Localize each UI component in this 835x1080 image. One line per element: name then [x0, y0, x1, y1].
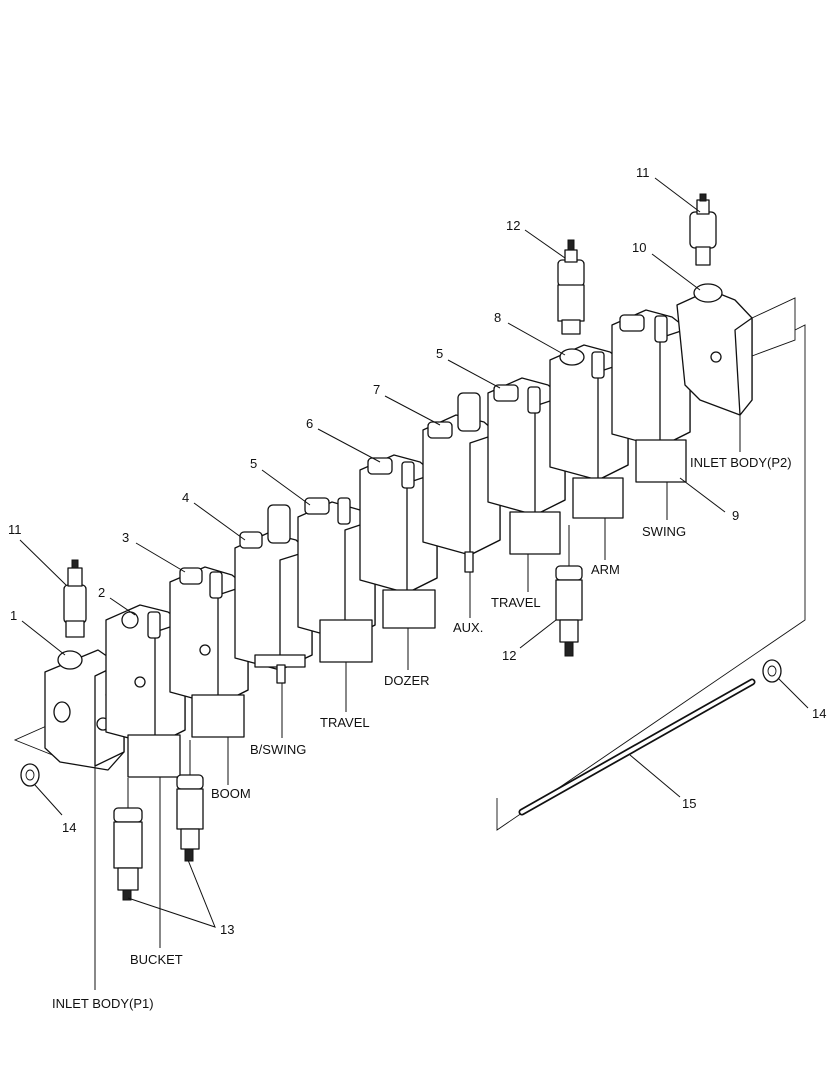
section-aux: [422, 392, 501, 573]
section-b-swing: [234, 504, 313, 684]
callout-5a: 5: [250, 456, 257, 471]
nut-left: [20, 763, 40, 787]
label-b-swing: B/SWING: [250, 742, 306, 757]
callout-14a: 14: [62, 820, 76, 835]
label-boom: BOOM: [211, 786, 251, 801]
relief-valve-left: [63, 559, 87, 638]
callout-1: 1: [10, 608, 17, 623]
leader-12a: [524, 229, 566, 259]
leader-14a: [34, 784, 63, 816]
label-bucket: BUCKET: [130, 952, 183, 967]
leader-2: [109, 597, 136, 616]
leader-8: [507, 322, 566, 356]
callout-12b: 12: [502, 648, 516, 663]
tie-rod-bracket-line-long: [496, 324, 806, 831]
callout-11b: 11: [636, 165, 650, 180]
callout-9: 9: [732, 508, 739, 523]
leader-10: [651, 253, 701, 291]
callout-4: 4: [182, 490, 189, 505]
leader-5b: [447, 359, 501, 389]
callout-6: 6: [306, 416, 313, 431]
callout-2: 2: [98, 585, 105, 600]
make-up-valve-left: [113, 778, 143, 901]
label-inlet-body-p1: INLET BODY(P1): [52, 996, 154, 1011]
leader-4: [193, 502, 246, 541]
leader-13: [127, 859, 216, 928]
callout-8: 8: [494, 310, 501, 325]
leader-7: [384, 395, 441, 426]
callout-12a: 12: [506, 218, 520, 233]
leader-1: [21, 620, 66, 656]
leader-15: [629, 754, 681, 798]
tie-rod-bracket-line: [751, 297, 796, 357]
leader-9: [679, 477, 726, 513]
nut-right: [762, 659, 782, 683]
relief-valve-right: [689, 193, 717, 266]
label-swing: SWING: [642, 524, 686, 539]
leader-11b: [654, 177, 701, 213]
callout-7: 7: [373, 382, 380, 397]
callout-15: 15: [682, 796, 696, 811]
label-aux: AUX.: [453, 620, 483, 635]
leader-3: [135, 542, 186, 573]
leader-12b: [519, 619, 557, 649]
leader-5a: [261, 469, 311, 506]
leader-6: [317, 428, 381, 463]
inlet-body-p1: [44, 649, 125, 771]
callout-3: 3: [122, 530, 129, 545]
make-up-valve-right: [176, 740, 204, 862]
leader-14b: [777, 677, 809, 709]
port-relief-valve-top: [557, 239, 585, 335]
port-relief-valve-bottom: [555, 525, 583, 657]
label-inlet-body-p2: INLET BODY(P2): [690, 455, 792, 470]
leader-11a: [19, 539, 67, 586]
label-travel-1: TRAVEL: [320, 715, 370, 730]
callout-14b: 14: [812, 706, 826, 721]
label-dozer: DOZER: [384, 673, 430, 688]
tie-rod: [518, 678, 756, 816]
callout-11a: 11: [8, 522, 22, 537]
callout-10: 10: [632, 240, 646, 255]
label-arm: ARM: [591, 562, 620, 577]
section-dozer: [359, 454, 438, 629]
callout-13: 13: [220, 922, 234, 937]
inlet-body-p2: [676, 283, 753, 416]
callout-5b: 5: [436, 346, 443, 361]
label-travel-2: TRAVEL: [491, 595, 541, 610]
